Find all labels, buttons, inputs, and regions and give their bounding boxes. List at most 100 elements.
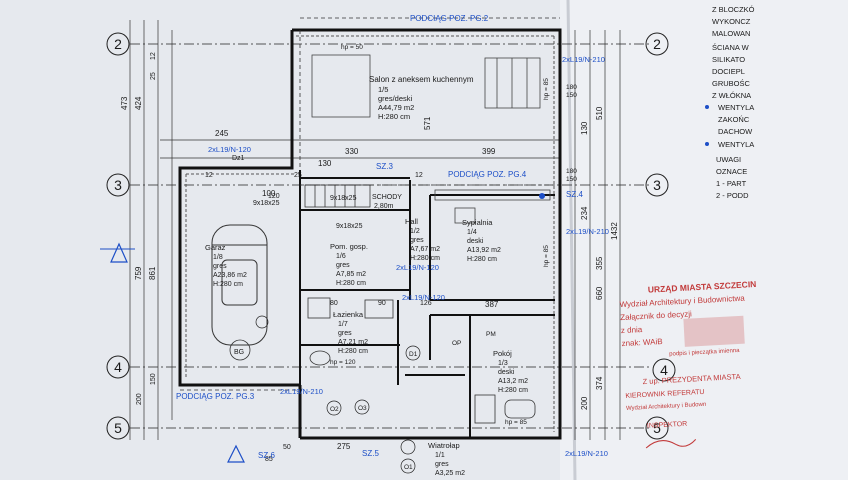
svg-text:12: 12 [415,172,423,179]
section-b-icon [227,444,245,463]
svg-text:100: 100 [262,189,276,198]
svg-text:H:280 cm: H:280 cm [467,256,497,263]
svg-text:Salon z aneksem kuchennym: Salon z aneksem kuchennym [369,75,474,84]
axis-left-5: 5 [114,420,122,436]
dz1-symbol: Dz1 [232,155,245,162]
paper-right-page [560,0,848,480]
section-a-left-icon [110,242,128,263]
svg-text:H:280 cm: H:280 cm [338,348,368,355]
podciag-top: PODCIĄG POZ. PG.2 [410,14,489,23]
stairs-label: SCHODY [372,194,402,201]
svg-text:BG: BG [234,349,244,356]
svg-text:150: 150 [566,176,577,183]
svg-text:deski: deski [467,238,484,245]
svg-text:120: 120 [268,193,280,200]
lintel-5: 2xL19/N-120 [402,293,445,302]
svg-text:Garaż: Garaż [205,243,226,252]
svg-text:200: 200 [580,396,589,410]
room-garaz: Garaż 1/8 gres A23,86 m2 H:280 cm [205,243,247,288]
svg-text:hp = 85: hp = 85 [543,245,550,267]
axis-marks-left: 2 3 4 5 [106,32,130,440]
stairs-height: 2,80m [374,203,394,210]
dim-text-right: 510 1432 355 234 660 374 200 130 571 180… [423,84,619,410]
bg-symbol [229,339,251,361]
svg-text:1/5: 1/5 [378,85,388,94]
svg-text:200: 200 [136,393,143,405]
svg-text:1/8: 1/8 [213,254,223,261]
svg-text:MALOWAN: MALOWAN [712,29,750,38]
podciag-mid: PODCIĄG POZ. PG.4 [448,170,527,179]
axis-left-2: 2 [114,36,122,52]
dim-lines-right [574,30,621,440]
svg-text:80: 80 [330,300,338,307]
svg-text:UWAGI: UWAGI [716,155,741,164]
axis-marks-right: 2 3 4 5 [645,32,676,440]
svg-text:H:280 cm: H:280 cm [410,255,440,262]
room-hall: Hall 1/2 gres A7,67 m2 H:280 cm [405,217,440,262]
pm-label: PM [486,331,496,338]
svg-text:H:280 cm: H:280 cm [336,280,366,287]
car-outline [211,224,268,346]
svg-text:hp = 85: hp = 85 [505,419,527,426]
room-pokoj: Pokój 1/3 deski A13,2 m2 H:280 cm [493,349,528,394]
svg-text:234: 234 [580,206,589,220]
o3-label: O3 [358,405,367,412]
svg-text:50: 50 [283,444,291,451]
svg-text:424: 424 [134,96,143,110]
axis-left-3: 3 [114,177,122,193]
approval-stamp: URZĄD MIASTA SZCZECIN Wydział Architektu… [619,279,757,449]
svg-text:1/7: 1/7 [338,321,348,328]
svg-text:WENTYLA: WENTYLA [718,103,754,112]
svg-text:1 - PART: 1 - PART [716,179,747,188]
svg-text:DOCIEPL: DOCIEPL [712,67,745,76]
svg-text:1/6: 1/6 [336,253,346,260]
page-fold [566,0,577,480]
lintel-size-c: 9x18x25 [253,200,280,207]
lintel-2: 2xL19/N-120 [208,145,251,154]
svg-text:571: 571 [423,116,432,130]
axis-left-4: 4 [114,359,122,375]
dim-lines-top [160,139,560,159]
lintel-4: 2xL19/N-120 [396,263,439,272]
svg-text:Z BLOCZKÓ: Z BLOCZKÓ [712,5,755,14]
room-lazienka: Łazienka 1/7 gres A7,21 m2 H:280 cm [333,310,368,355]
o1-label: O1 [404,464,413,471]
svg-text:355: 355 [595,256,604,270]
svg-text:399: 399 [482,147,496,156]
svg-text:Pokój: Pokój [493,349,512,358]
axis-right-4: 4 [660,362,668,378]
svg-text:A13,92 m2: A13,92 m2 [467,247,501,254]
svg-text:130: 130 [318,159,332,168]
svg-text:H:280 cm: H:280 cm [213,281,243,288]
svg-text:INSPEKTOR: INSPEKTOR [647,421,688,430]
fixture-symbols [255,315,421,474]
sz3-label: SZ.3 [376,162,393,171]
room-pom-gosp: Pom. gosp. 1/6 gres A7,85 m2 H:280 cm [330,242,368,287]
o2-label: O2 [330,406,339,413]
svg-text:25: 25 [294,172,302,179]
svg-text:gres/deski: gres/deski [378,94,413,103]
sz4-label: SZ.4 [566,190,583,199]
svg-text:A44,79 m2: A44,79 m2 [378,103,414,112]
stairs [304,184,371,208]
lintel-size-a: 9x18x25 [330,195,357,202]
svg-text:660: 660 [595,286,604,300]
dim-text-top: 245 330 399 130 100 12 25 12 [205,129,496,198]
room-sypialnia: Sypialnia 1/4 deski A13,92 m2 H:280 cm [462,218,501,263]
sz5-label: SZ.5 [362,449,379,458]
svg-text:A13,2 m2: A13,2 m2 [498,378,528,385]
op-label: OP [452,340,461,347]
svg-text:Łazienka: Łazienka [333,310,364,319]
svg-text:A7,21 m2: A7,21 m2 [338,339,368,346]
svg-text:WYKONCZ: WYKONCZ [712,17,751,26]
svg-text:DACHOW: DACHOW [718,127,753,136]
svg-text:12: 12 [150,52,157,60]
svg-text:374: 374 [595,376,604,390]
svg-text:85: 85 [265,456,273,463]
right-notes: Z BLOCZKÓ WYKONCZ MALOWAN ŚCIANA W SILIK… [705,5,755,200]
lintel-1: 2xL19/N-210 [562,55,605,64]
svg-text:WENTYLA: WENTYLA [718,140,754,149]
svg-text:Sypialnia: Sypialnia [462,218,493,227]
svg-text:180: 180 [566,168,577,175]
svg-text:gres: gres [213,263,227,270]
